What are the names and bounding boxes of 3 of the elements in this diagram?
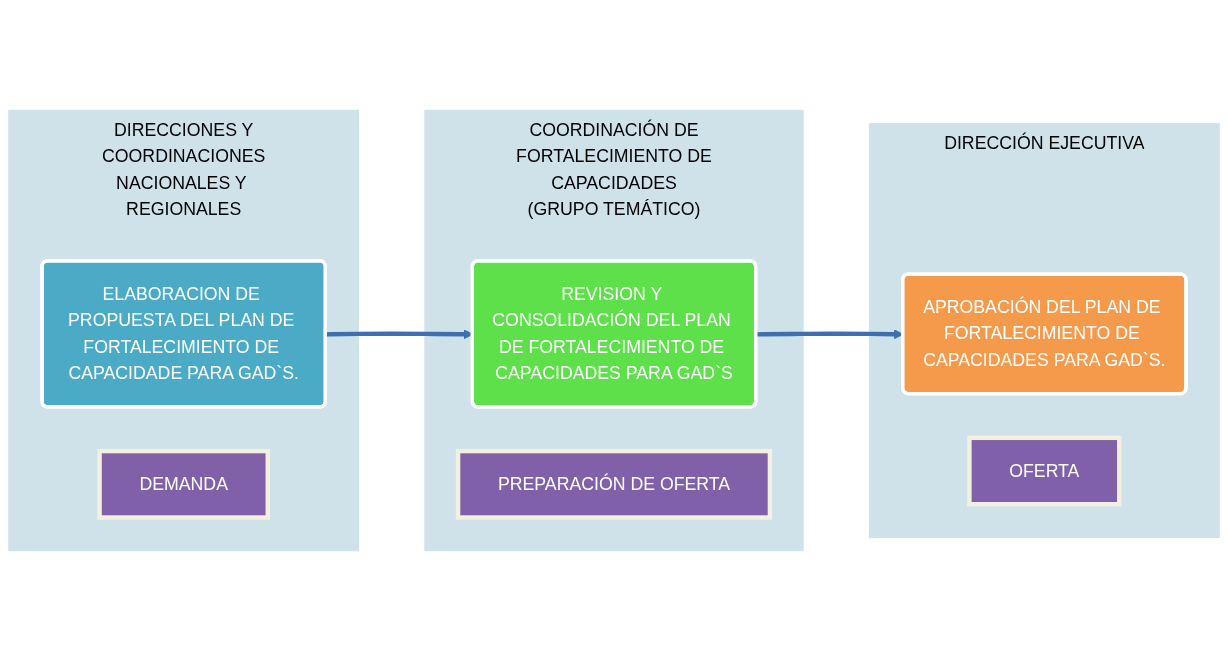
node-box: PREPARACIÓN DE OFERTA [455, 448, 773, 520]
node-box: OFERTA [967, 435, 1122, 507]
node-box: DEMANDA [97, 448, 270, 520]
